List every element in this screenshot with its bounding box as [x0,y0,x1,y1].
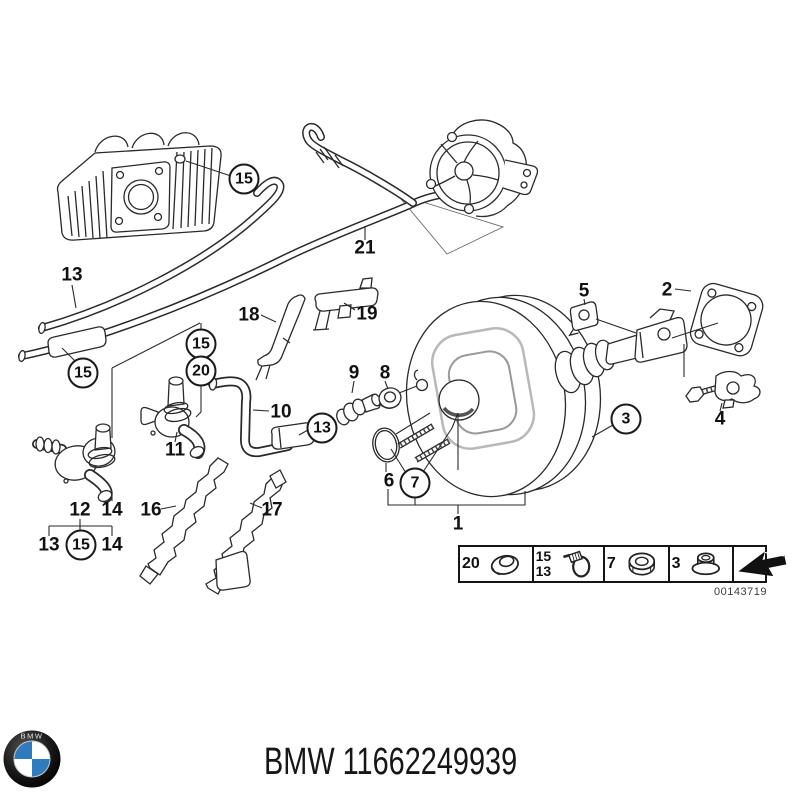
o-ring-6 [372,427,400,463]
part-label-5: 5 [578,280,590,302]
footer: BMW BMW 11662249939 [0,725,800,800]
legend-cell-grommet: 20 [460,547,534,581]
vacuum-hose-13 [38,176,285,335]
grommet-icon [490,554,519,576]
part-label-10: 10 [270,401,292,423]
part-label-8: 8 [379,362,391,384]
brand-name: BMW [264,741,335,783]
hose-nipple-9 [336,393,381,426]
part-label-9: 9 [348,362,360,384]
pump-plate-outline [395,193,505,255]
legend-numbers: 7 [606,554,616,573]
part-label-11: 11 [164,439,186,461]
booster-seal-bore [438,379,480,421]
part-number: 11662249939 [342,741,518,783]
part-label-4: 4 [714,408,726,430]
elbow-fitting-11 [140,376,206,459]
hose-clamp-marks [315,146,344,169]
part-label-16: 16 [140,499,162,521]
legend-number-13: 13 [535,563,552,579]
leader-lines [48,160,723,536]
gasket [689,282,764,357]
arrow-icon [738,551,787,577]
vacuum-pump [425,119,539,218]
grommet-8 [378,387,402,409]
bmw-logo: BMW [3,730,61,788]
circled-part-label-15: 15 [185,328,217,360]
circled-part-label-3: 3 [610,403,642,435]
exploded-view-drawing [18,119,764,595]
part-label-21: 21 [354,237,376,259]
part-label-13: 13 [38,534,60,556]
booster-face-stud [415,378,429,392]
legend-cell-flange-nut: 3 [670,547,735,581]
legend-number-7: 7 [606,554,616,572]
part-label-19: 19 [356,303,378,325]
bracket-16 [139,457,229,585]
circled-part-label-15: 15 [65,529,97,561]
hose-sleeve [47,326,107,358]
bracket-18 [255,294,306,381]
circled-part-label-7: 7 [399,467,431,499]
part-label-2: 2 [661,279,673,301]
flange-nut-icon [692,552,721,576]
intake-manifold [56,132,222,241]
vacuum-pipe-21 [18,122,456,363]
bolt-and-bracket [685,370,761,409]
legend-cell-direction [734,547,793,581]
legend-number-20: 20 [462,554,480,572]
legend-number-3: 3 [671,554,681,572]
legend-numbers: 20 [462,554,480,573]
booster-threaded-studs [397,423,451,463]
circled-part-label-13: 13 [306,412,338,444]
part-label-18: 18 [238,304,260,326]
part-number-title: BMW 11662249939 [264,741,517,784]
circled-part-label-15: 15 [67,357,99,389]
elbow-assembly-12 [32,423,116,503]
part-label-17: 17 [261,499,283,521]
vacuum-hose-10 [208,376,315,458]
legend-number-15: 15 [535,548,552,565]
legend-numbers: 3 [671,554,681,573]
part-label-14: 14 [101,499,123,521]
legend-cell-nut: 7 [605,547,670,581]
part-label-14: 14 [101,534,123,556]
manifold-vacuum-nipple [174,154,186,164]
bracket-19 [312,277,379,331]
hose-clamp-icon [563,550,591,578]
brake-booster [397,294,688,498]
circled-part-label-15: 15 [228,163,260,195]
part-label-13: 13 [61,264,83,286]
catalog-image-id: 00143719 [714,586,767,598]
retaining-clip [568,301,599,337]
part-label-6: 6 [383,470,395,492]
bmw-logo-text: BMW [21,732,44,741]
part-label-1: 1 [452,513,464,535]
bracket-17 [205,469,287,595]
circled-part-label-20: 20 [185,355,217,387]
booster-face-recess [430,327,536,450]
nut-icon [628,552,655,576]
part-label-12: 12 [69,499,91,521]
